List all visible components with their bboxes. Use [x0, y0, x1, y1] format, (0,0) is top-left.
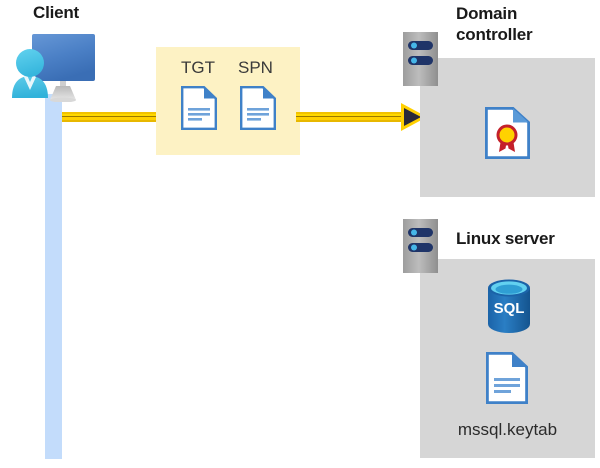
- client-lifeline-bar: [45, 94, 62, 459]
- linux-server-title: Linux server: [456, 229, 555, 248]
- client-user-computer-icon: [6, 24, 98, 103]
- flow-line-right-segment: [296, 112, 406, 122]
- linux-server-icon: [403, 219, 438, 273]
- tgt-spn-highlight-box: [156, 47, 300, 155]
- domain-controller-server-icon: [403, 32, 438, 86]
- sql-database-icon: SQL: [486, 279, 532, 333]
- domain-controller-title: Domain controller: [456, 4, 533, 44]
- keytab-document-icon: [486, 352, 528, 404]
- sql-icon-label: SQL: [494, 300, 525, 317]
- client-title: Client: [33, 3, 80, 22]
- flow-arrow-head-icon: [400, 101, 428, 133]
- spn-document-icon: [240, 86, 276, 130]
- spn-label: SPN: [238, 58, 273, 77]
- tgt-document-icon: [181, 86, 217, 130]
- flow-line-left-segment: [62, 112, 158, 122]
- keytab-file-caption: mssql.keytab: [457, 420, 558, 439]
- tgt-label: TGT: [181, 58, 215, 77]
- certificate-document-icon: [485, 107, 530, 159]
